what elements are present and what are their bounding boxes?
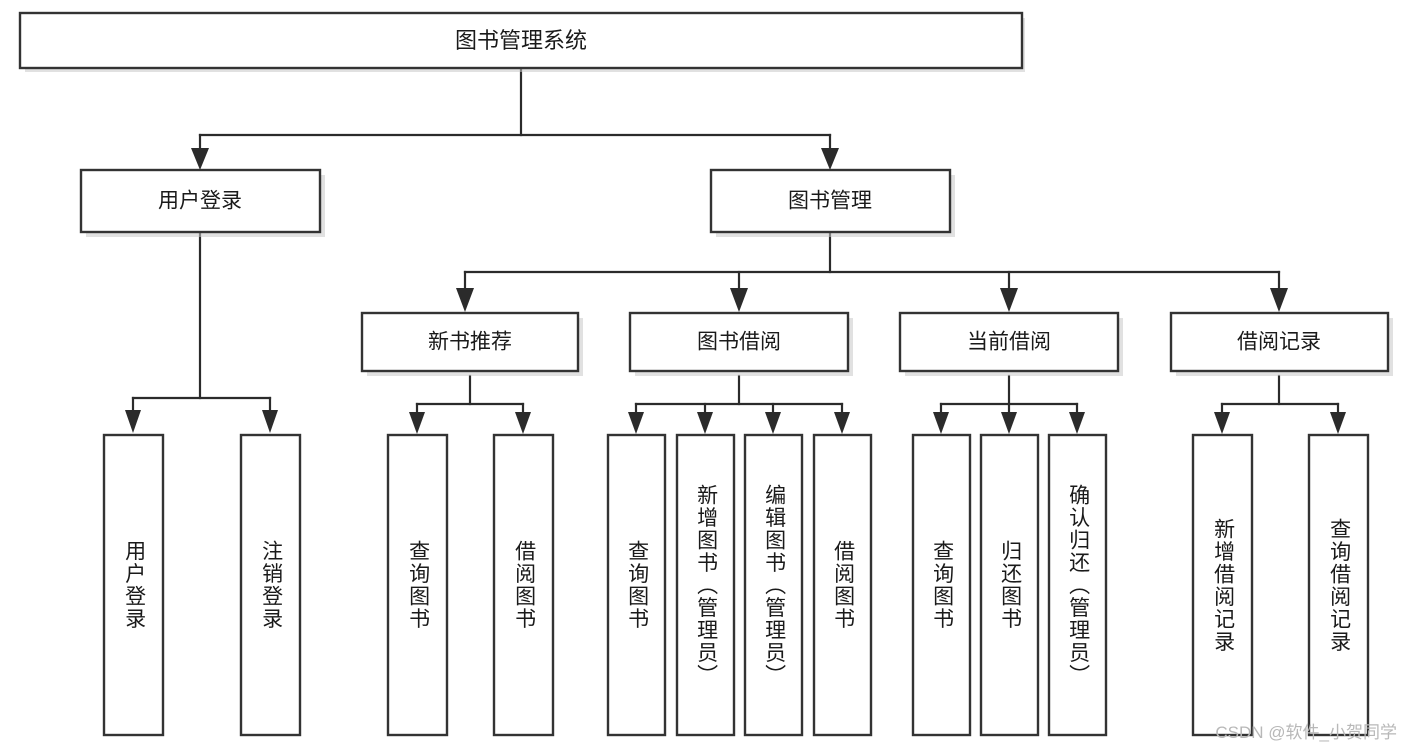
current-borrow-label: 当前借阅 [967, 331, 1051, 354]
arrow-new-book-rec-leaf-2 [515, 412, 531, 434]
leaf-box-user-login-2[interactable] [239, 433, 302, 737]
root-box[interactable] [18, 11, 1024, 70]
borrow-record-label: 借阅记录 [1237, 331, 1321, 354]
leaf-box-user-login-1[interactable] [102, 433, 165, 737]
book-manage-label: 图书管理 [788, 190, 872, 213]
arrow-current-borrow-leaf-2 [1001, 412, 1017, 434]
arrow-borrow-record-leaf-2 [1330, 412, 1346, 434]
node-root[interactable]: 图书管理系统 [18, 11, 1025, 72]
leaf-boxes-book-borrow [606, 433, 873, 737]
arrow-root-to-book-manage [821, 148, 839, 170]
leaf-box-new-book-rec-1[interactable] [386, 433, 449, 737]
arrow-new-book-rec-leaf-1 [409, 412, 425, 434]
leaf-boxes-borrow-record [1191, 433, 1370, 737]
watermark-text: CSDN @软件_小贺同学 [1215, 723, 1397, 742]
leaf-box-current-borrow-2[interactable] [979, 433, 1040, 737]
book-manage-box[interactable] [709, 168, 952, 234]
arrow-book-borrow-leaf-4 [834, 412, 850, 434]
node-book-manage[interactable]: 图书管理 [709, 168, 955, 237]
arrow-current-borrow-leaf-1 [933, 412, 949, 434]
root-label: 图书管理系统 [455, 28, 587, 53]
leaf-box-new-book-rec-2[interactable] [492, 433, 555, 737]
leaf-box-borrow-record-1[interactable] [1191, 433, 1254, 737]
user-login-label: 用户登录 [158, 190, 242, 213]
node-current-borrow[interactable]: 当前借阅 [898, 311, 1123, 376]
arrow-user-login-leaf-1 [125, 410, 141, 433]
leaf-box-book-borrow-1[interactable] [606, 433, 667, 737]
leaf-boxes-user-login [102, 433, 302, 737]
arrow-book-borrow-leaf-3 [765, 412, 781, 434]
leaf-box-current-borrow-1[interactable] [911, 433, 972, 737]
leaf-boxes-current-borrow [911, 433, 1108, 737]
user-login-box[interactable] [79, 168, 322, 234]
node-borrow-record[interactable]: 借阅记录 [1169, 311, 1393, 376]
leaf-box-book-borrow-3[interactable] [743, 433, 804, 737]
connector-layer [125, 67, 1346, 434]
leaf-boxes-new-book-rec [386, 433, 555, 737]
arrow-book-manage-to-book-borrow [730, 288, 748, 312]
leaf-box-book-borrow-2[interactable] [675, 433, 736, 737]
arrow-book-borrow-leaf-2 [697, 412, 713, 434]
node-user-login[interactable]: 用户登录 [79, 168, 325, 237]
current-borrow-box[interactable] [898, 311, 1120, 373]
book-borrow-box[interactable] [628, 311, 850, 373]
node-new-book-rec[interactable]: 新书推荐 [360, 311, 583, 376]
book-borrow-label: 图书借阅 [697, 331, 781, 354]
arrow-book-borrow-leaf-1 [628, 412, 644, 434]
arrow-user-login-leaf-2 [262, 410, 278, 433]
leaf-box-book-borrow-4[interactable] [812, 433, 873, 737]
node-book-borrow[interactable]: 图书借阅 [628, 311, 853, 376]
arrow-book-manage-to-borrow-record [1270, 288, 1288, 312]
new-book-rec-label: 新书推荐 [428, 331, 512, 354]
arrow-current-borrow-leaf-3 [1069, 412, 1085, 434]
new-book-rec-box[interactable] [360, 311, 580, 373]
leaf-box-current-borrow-3[interactable] [1047, 433, 1108, 737]
arrow-borrow-record-leaf-1 [1214, 412, 1230, 434]
arrow-book-manage-to-current-borrow [1000, 288, 1018, 312]
leaf-box-borrow-record-2[interactable] [1307, 433, 1370, 737]
borrow-record-box[interactable] [1169, 311, 1390, 373]
arrow-root-to-user-login [191, 148, 209, 170]
arrow-book-manage-to-new-book-rec [456, 288, 474, 312]
